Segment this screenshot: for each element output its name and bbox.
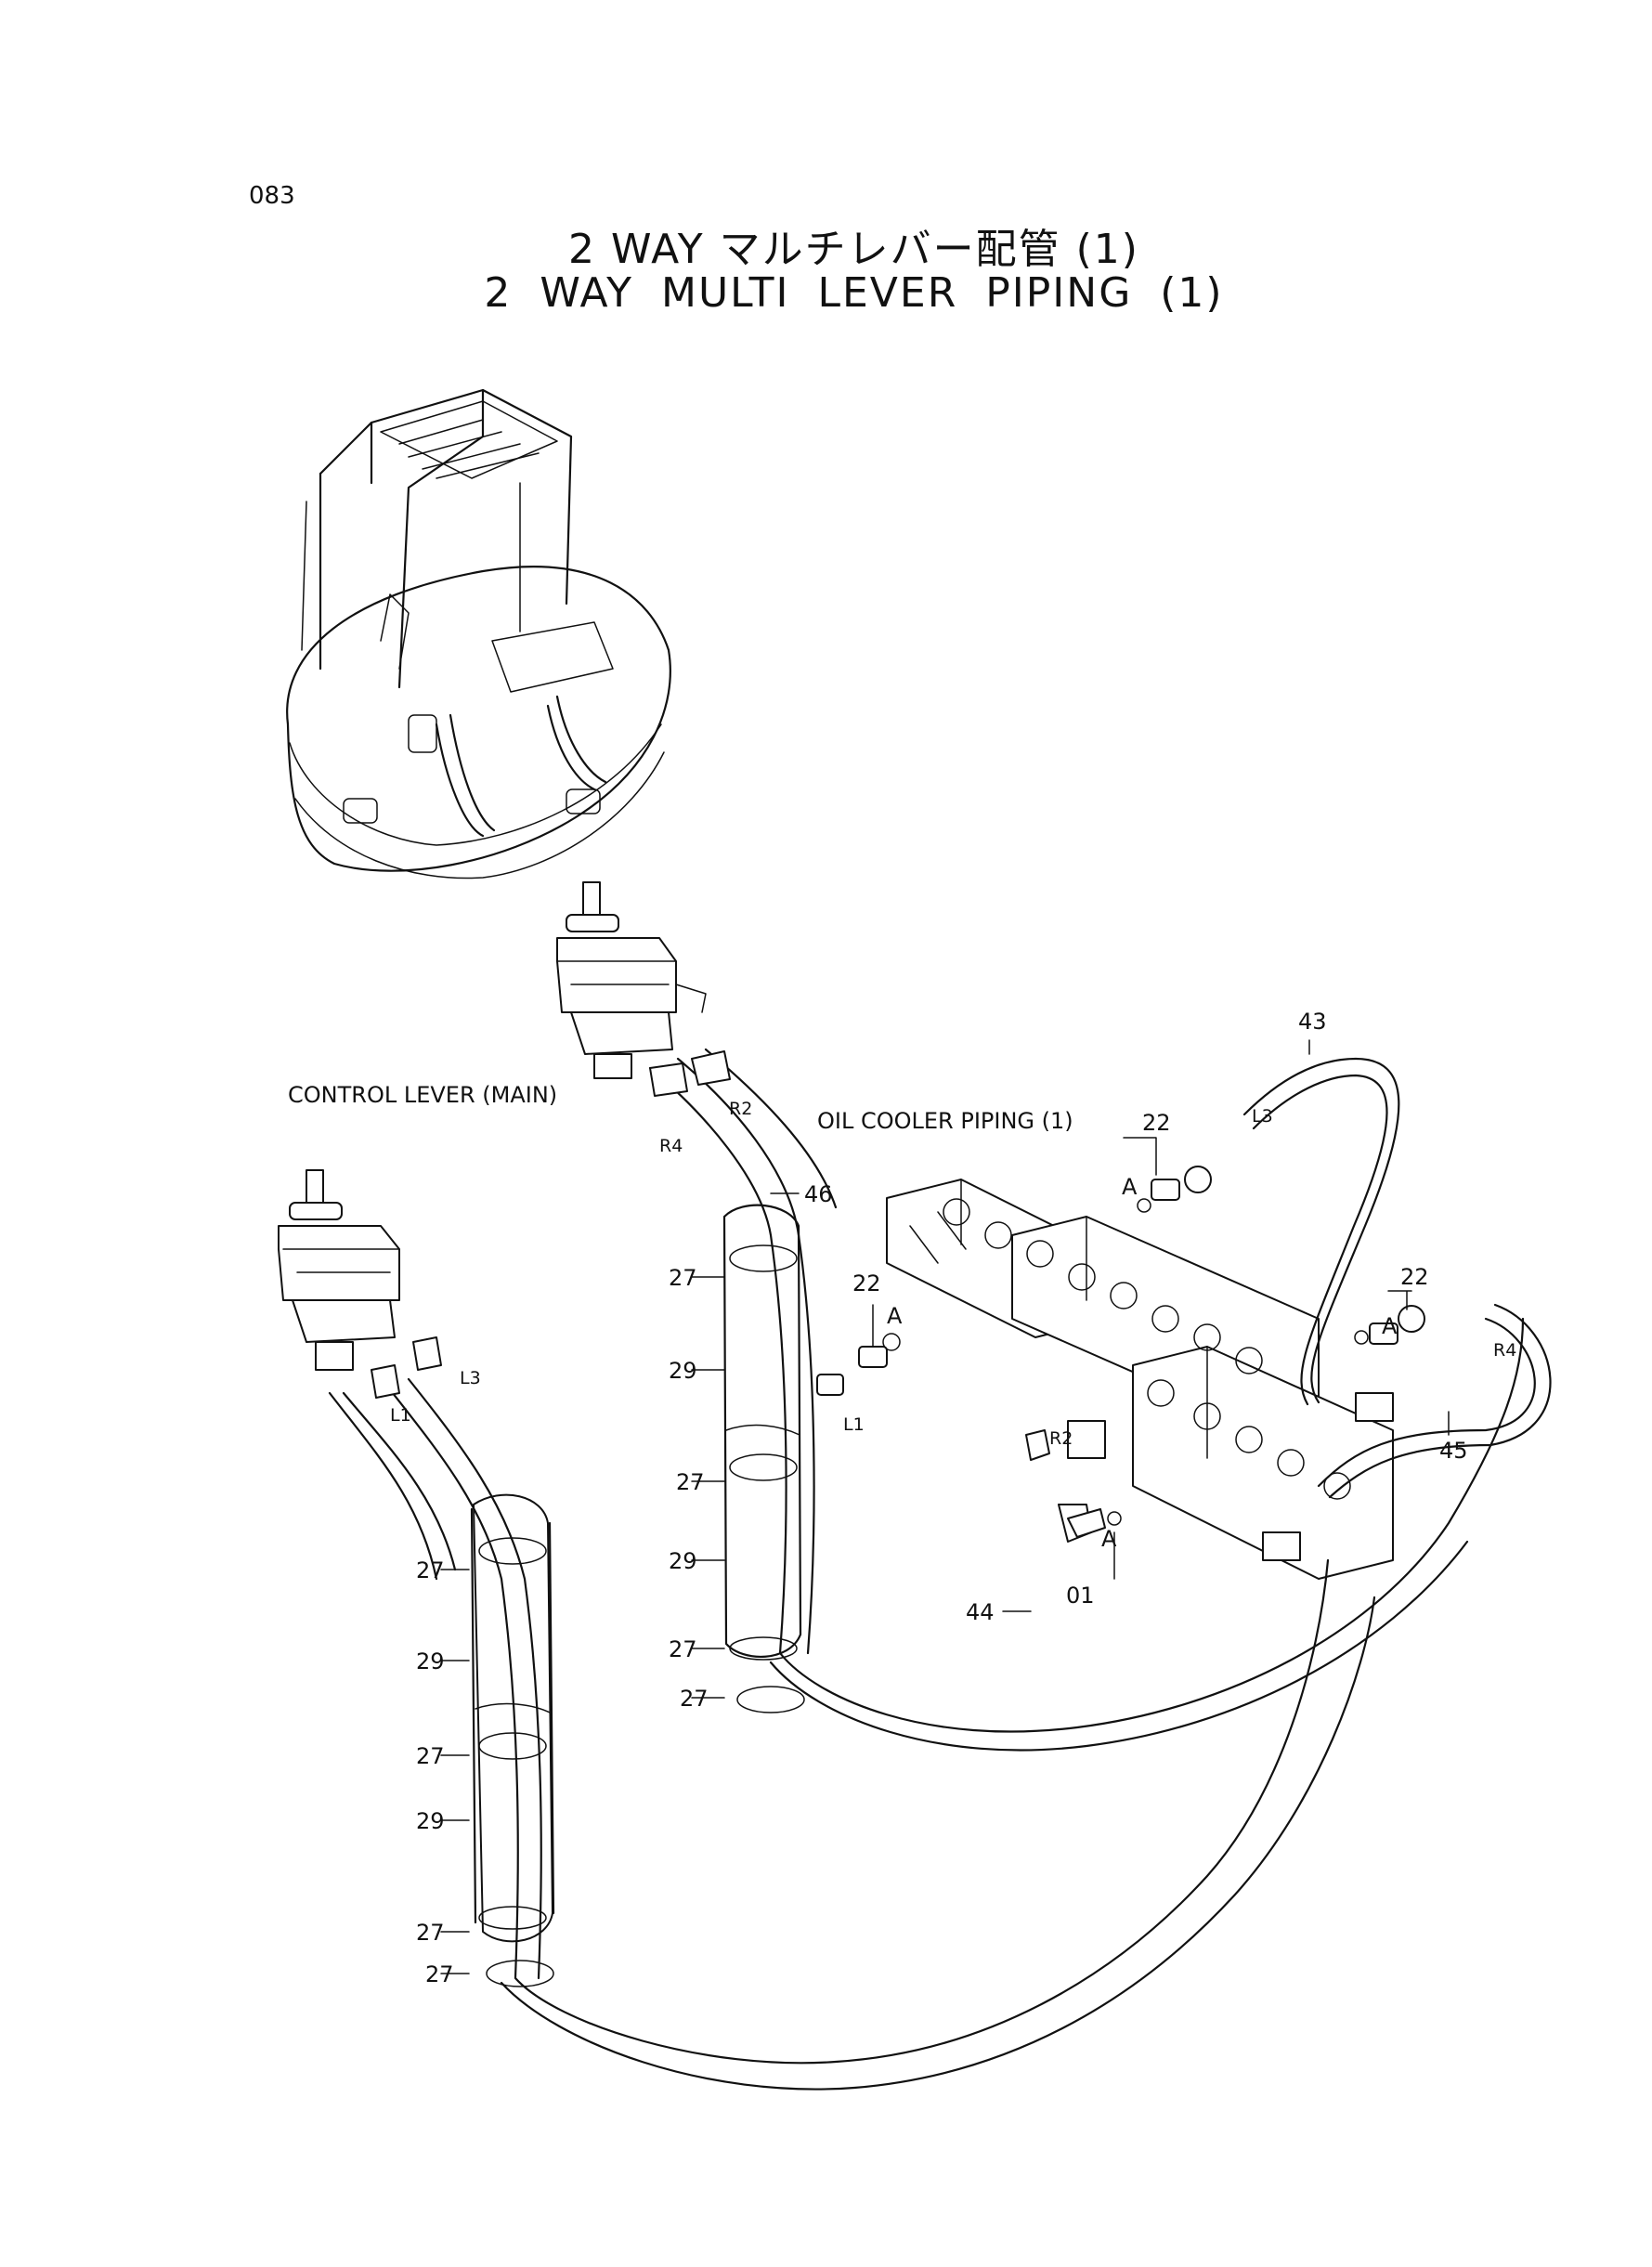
part-27-main-1: 27 <box>669 1265 697 1291</box>
label-control-lever-main: CONTROL LEVER (MAIN) <box>288 1082 557 1108</box>
port-a-4: A <box>1101 1526 1117 1552</box>
cable-ties <box>478 1244 805 1987</box>
port-l1-left: L1 <box>390 1405 411 1426</box>
part-27-main-4: 27 <box>680 1686 709 1712</box>
port-l3-left: L3 <box>460 1368 481 1388</box>
part-29-main-2: 29 <box>669 1548 697 1574</box>
part-01: 01 <box>1066 1583 1095 1609</box>
label-oil-cooler-piping: OIL COOLER PIPING (1) <box>817 1108 1073 1134</box>
oil-cooler-hoses <box>1242 1057 1552 1499</box>
part-27-left-4: 27 <box>425 1961 454 1987</box>
control-lever-main <box>556 881 707 1079</box>
part-27-left-2: 27 <box>416 1743 445 1769</box>
port-a-3: A <box>887 1303 903 1329</box>
part-22-c: 22 <box>852 1270 881 1296</box>
title-japanese: 2 WAY マルチレバー配管 (1) <box>568 226 1139 273</box>
port-a-2: A <box>1382 1313 1398 1339</box>
port-a-1: A <box>1122 1174 1138 1200</box>
leader-lines <box>440 1039 1450 1974</box>
port-l1-valve: L1 <box>843 1414 865 1435</box>
port-l3-valve: L3 <box>1252 1106 1273 1127</box>
excavator-overview-illustration <box>286 388 671 879</box>
part-27-main-3: 27 <box>669 1636 697 1662</box>
part-45: 45 <box>1439 1438 1468 1464</box>
port-r2-main: R2 <box>729 1099 752 1119</box>
protective-sleeve-main <box>722 1204 802 1659</box>
part-29-main-1: 29 <box>669 1358 697 1384</box>
page-number: 083 <box>249 182 295 210</box>
protective-sleeve-left <box>470 1493 555 1943</box>
port-r4-main: R4 <box>659 1136 683 1156</box>
control-valve-block <box>886 1179 1394 1580</box>
part-27-left-1: 27 <box>416 1557 445 1583</box>
part-29-left-1: 29 <box>416 1648 445 1674</box>
part-22-a: 22 <box>1142 1110 1171 1136</box>
part-22-b: 22 <box>1400 1264 1429 1290</box>
part-27-main-2: 27 <box>676 1469 705 1495</box>
part-27-left-3: 27 <box>416 1920 445 1946</box>
port-r2-valve: R2 <box>1049 1428 1073 1449</box>
port-r4-valve: R4 <box>1493 1340 1516 1361</box>
part-46: 46 <box>804 1181 833 1207</box>
fittings <box>371 1050 1425 1543</box>
part-43: 43 <box>1298 1009 1327 1035</box>
hose-bundle-left <box>328 1377 1376 2091</box>
part-44: 44 <box>966 1599 995 1625</box>
title-english: 2 WAY MULTI LEVER PIPING (1) <box>484 269 1224 317</box>
control-lever-left <box>278 1169 400 1371</box>
part-29-left-2: 29 <box>416 1808 445 1834</box>
